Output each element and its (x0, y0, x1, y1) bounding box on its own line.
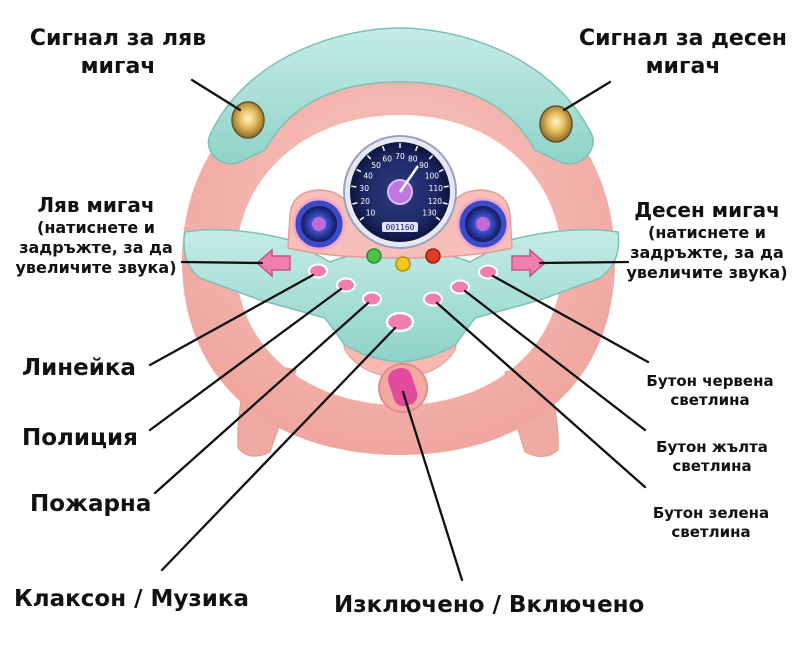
label-green-light-button: Бутон зелена светлина (636, 504, 786, 542)
label-yellow-light-button: Бутон жълта светлина (638, 438, 786, 476)
leader-red-button (491, 274, 650, 364)
power-switch-knob[interactable] (385, 365, 420, 409)
leader-lines (148, 78, 650, 582)
label-left-turn-note-line3: увеличите звука) (15, 258, 177, 277)
speedometer-tick-label: 30 (359, 184, 369, 193)
label-right-turn-note-line3: увеличите звука) (626, 263, 788, 282)
speedometer-tick-label: 70 (395, 152, 405, 161)
leader-fire-truck (153, 301, 370, 495)
label-right-turn: Десен мигач (натиснете и задръжте, за да… (618, 198, 796, 283)
speedometer-tick-mark (428, 154, 434, 160)
label-left-turn-title: Ляв мигач (37, 193, 155, 217)
speedometer-tick-label: 40 (363, 171, 373, 180)
label-left-signal-light: Сигнал за ляв мигач (18, 25, 218, 80)
label-yellow-light-button-line2: светлина (672, 456, 752, 475)
right-turn-arrow-button[interactable] (511, 248, 547, 278)
speedometer-tick-mark (381, 145, 386, 152)
speedometer-tick-label: 120 (428, 197, 443, 206)
odometer-value: 001160 (386, 223, 415, 232)
wheel-center-panel (183, 229, 620, 363)
leader-power-switch (401, 390, 464, 582)
speedometer-tick-mark (414, 145, 419, 152)
label-green-light-button-line2: светлина (671, 522, 751, 541)
label-left-signal-light-line1: Сигнал за ляв (29, 26, 207, 51)
label-left-turn-note-line2: задръжте, за да (19, 238, 173, 257)
leader-police (148, 287, 343, 432)
label-right-turn-title: Десен мигач (634, 198, 780, 222)
label-right-turn-note-line1: (натиснете и (648, 223, 766, 242)
label-power-switch: Изключено / Включено (334, 592, 645, 618)
right-small-gauge-hub (476, 217, 490, 231)
green-light (366, 248, 382, 264)
label-green-light-button-line1: Бутон зелена (652, 504, 770, 522)
right-signal-lamp (539, 105, 573, 143)
speedometer-tick-label: 130 (422, 209, 437, 218)
left-small-gauge-hub (312, 217, 326, 231)
label-right-signal-light-line1: Сигнал за десен (578, 26, 787, 51)
wheel-top-grip (207, 27, 594, 165)
label-horn-music: Клаксон / Музика (14, 586, 250, 612)
speedometer-tick-mark (356, 168, 362, 173)
speedometer-tick-mark (351, 185, 357, 188)
speedometer-tick-label: 110 (429, 184, 444, 193)
label-ambulance: Линейка (22, 355, 136, 381)
red-light (425, 248, 441, 264)
speedometer-tick-label: 100 (425, 171, 440, 180)
label-police: Полиция (22, 425, 138, 451)
leader-yellow-button (463, 289, 647, 432)
label-red-light-button-line1: Бутон червена (646, 372, 774, 390)
speedometer-needle (398, 165, 420, 193)
speedometer-tick-mark (438, 168, 444, 173)
leader-left-signal-light (190, 78, 242, 112)
label-right-signal-light: Сигнал за десен мигач (578, 25, 788, 80)
odometer-box (382, 222, 418, 232)
label-left-signal-light-line2: мигач (80, 53, 156, 79)
speedometer-tick-label: 20 (360, 197, 370, 206)
left-turn-arrow-button[interactable] (255, 248, 291, 278)
leader-horn-music (160, 326, 397, 572)
speedometer-tick-label: 60 (382, 154, 392, 163)
speedometer-tick-label: 80 (408, 154, 418, 163)
leader-right-signal-light (562, 80, 612, 112)
speedometer-tick-mark (359, 216, 365, 221)
yellow-light (395, 256, 411, 272)
leader-ambulance (148, 273, 315, 367)
label-red-light-button: Бутон червена светлина (634, 372, 786, 410)
speedometer-tick-mark (352, 202, 358, 205)
label-right-signal-light-line2: мигач (645, 53, 721, 79)
label-right-turn-note-line2: задръжте, за да (630, 243, 784, 262)
label-red-light-button-line2: светлина (670, 390, 750, 409)
leader-green-button (435, 301, 647, 489)
label-fire-truck: Пожарна (30, 491, 152, 517)
speedometer-tick-label: 50 (371, 161, 381, 170)
speedometer-tick-mark (366, 154, 372, 160)
speedometer-tick-label: 10 (366, 209, 376, 218)
label-left-turn-note-line1: (натиснете и (37, 218, 155, 237)
speedometer-tick-mark (443, 185, 449, 188)
leader-right-turn (538, 260, 630, 265)
speedometer-tick-label: 90 (419, 161, 429, 170)
speedometer-tick-mark (442, 202, 448, 205)
label-yellow-light-button-line1: Бутон жълта (656, 438, 768, 456)
leader-left-turn (180, 260, 264, 265)
speedometer-tick-mark (435, 216, 441, 221)
horn-music-button[interactable] (385, 311, 415, 333)
label-left-turn: Ляв мигач (натиснете и задръжте, за да у… (6, 193, 186, 278)
